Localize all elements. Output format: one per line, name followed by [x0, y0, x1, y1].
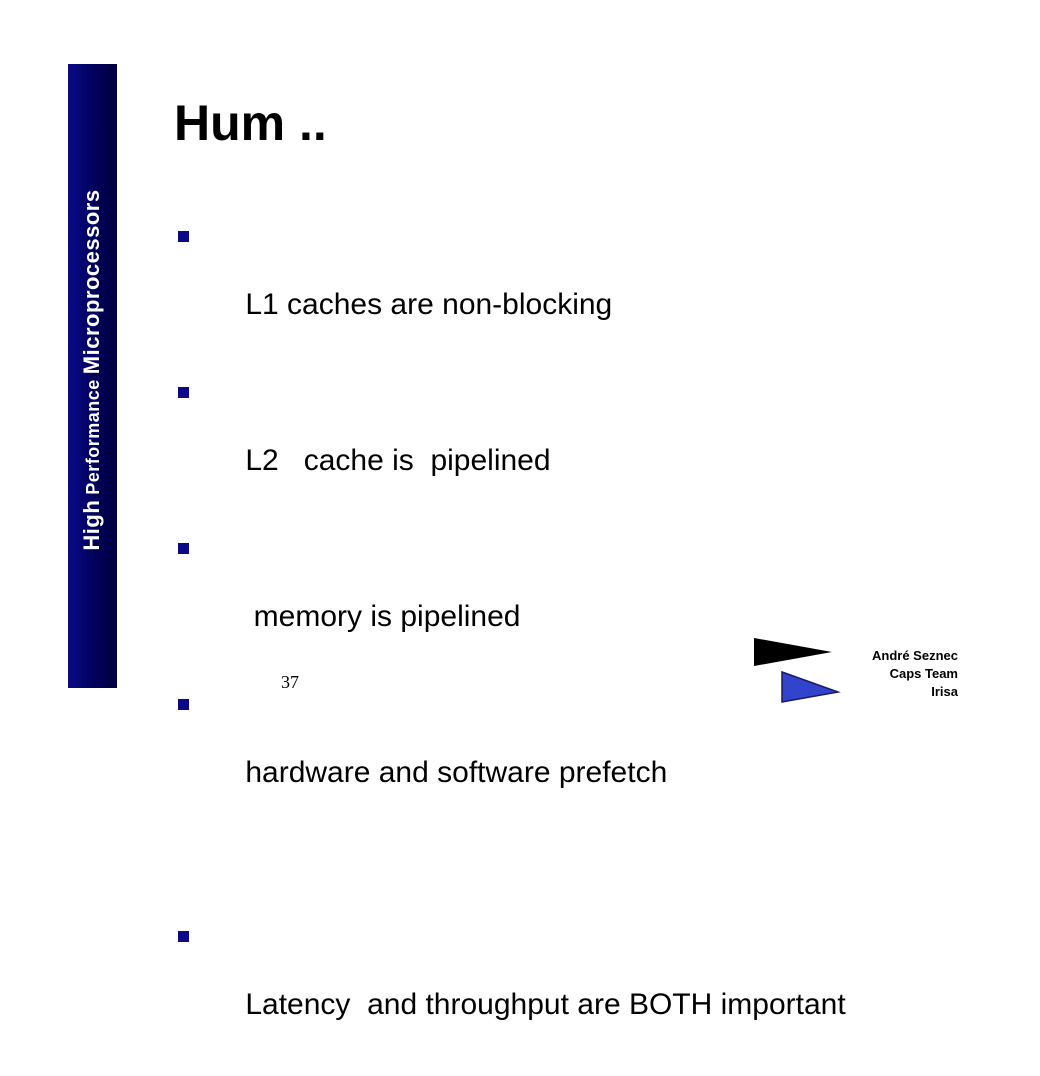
bullet-item: L1 caches are non-blocking [172, 220, 852, 356]
sidebar-band [68, 64, 117, 688]
black-pennant-icon [754, 638, 832, 666]
author-credit: André Seznec Caps Team Irisa [872, 647, 958, 701]
square-bullet-icon [178, 699, 189, 710]
sidebar-text-high: High [79, 499, 104, 551]
sidebar-title: High Performance Microprocessors [79, 189, 105, 550]
bullet-item: hardware and software prefetch [172, 688, 852, 824]
square-bullet-icon [178, 387, 189, 398]
slide-number: 37 [281, 672, 299, 692]
team-name: Caps Team [889, 666, 958, 681]
author-name: André Seznec [872, 648, 958, 663]
bullet-text: memory is pipelined [245, 600, 521, 633]
org-name: Irisa [931, 684, 958, 699]
square-bullet-icon [178, 543, 189, 554]
sidebar-text-performance: Performance [83, 379, 103, 495]
bullet-text: L1 caches are non-blocking [245, 288, 613, 321]
pennant-logo-icon [754, 638, 841, 703]
bullet-text: Latency and throughput are BOTH importan… [245, 988, 846, 1021]
bullet-list: L1 caches are non-blocking L2 cache is p… [172, 220, 852, 1076]
slide-title: Hum .. [174, 95, 327, 151]
bullet-item: Latency and throughput are BOTH importan… [172, 920, 852, 1056]
sidebar-text-microprocessors: Microprocessors [79, 189, 104, 375]
bullet-text: hardware and software prefetch [245, 756, 668, 789]
bullet-text: L2 cache is pipelined [245, 444, 551, 477]
square-bullet-icon [178, 931, 189, 942]
blue-pennant-icon [781, 670, 841, 703]
bullet-item: L2 cache is pipelined [172, 376, 852, 512]
square-bullet-icon [178, 231, 189, 242]
bullet-item: memory is pipelined [172, 532, 852, 668]
